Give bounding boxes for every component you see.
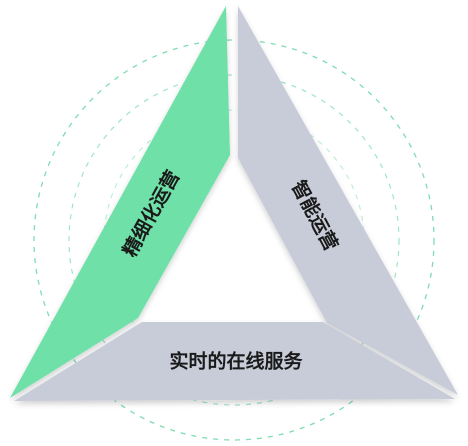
segment-right <box>238 6 458 395</box>
segment-left <box>10 6 230 398</box>
ring-outer <box>33 39 435 441</box>
label-bottom: 实时的在线服务 <box>169 350 303 373</box>
segment-bottom <box>14 322 455 401</box>
ring-middle <box>68 74 400 406</box>
